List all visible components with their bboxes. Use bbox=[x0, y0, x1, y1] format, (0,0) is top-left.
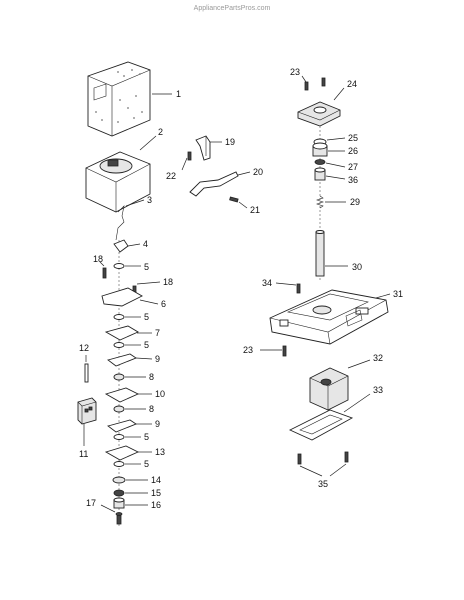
part-18-screw-left[interactable] bbox=[102, 267, 107, 279]
callout-6: 6 bbox=[161, 299, 166, 309]
part-8-spacer[interactable] bbox=[113, 405, 125, 413]
part-30-shaft[interactable] bbox=[315, 230, 325, 277]
callout-27: 27 bbox=[348, 162, 358, 172]
part-24-plate[interactable] bbox=[297, 101, 341, 127]
callout-32: 32 bbox=[373, 353, 383, 363]
part-5-washer[interactable] bbox=[113, 342, 125, 348]
part-9-lever[interactable] bbox=[106, 419, 137, 433]
part-29-spring[interactable] bbox=[316, 195, 324, 209]
part-34-screw[interactable] bbox=[296, 283, 301, 294]
callout-8b: 8 bbox=[149, 404, 154, 414]
callout-35: 35 bbox=[318, 479, 328, 489]
callout-24: 24 bbox=[347, 79, 357, 89]
callout-4: 4 bbox=[143, 239, 148, 249]
part-23-screw-lower[interactable] bbox=[282, 345, 287, 357]
part-27-ring[interactable] bbox=[314, 159, 326, 165]
callout-29: 29 bbox=[350, 197, 360, 207]
callout-18b: 18 bbox=[163, 277, 173, 287]
callout-20: 20 bbox=[253, 167, 263, 177]
callout-7: 7 bbox=[155, 328, 160, 338]
callout-31: 31 bbox=[393, 289, 403, 299]
callout-2: 2 bbox=[158, 127, 163, 137]
callout-5e: 5 bbox=[144, 459, 149, 469]
part-9-lever[interactable] bbox=[106, 353, 137, 367]
callout-22: 22 bbox=[166, 171, 176, 181]
part-21-screw[interactable] bbox=[229, 196, 239, 203]
callout-11: 11 bbox=[79, 449, 88, 459]
part-5-washer[interactable] bbox=[113, 263, 125, 269]
callout-13: 13 bbox=[155, 447, 165, 457]
callout-14: 14 bbox=[151, 475, 161, 485]
part-17-screw[interactable] bbox=[115, 512, 123, 525]
callout-36: 36 bbox=[348, 175, 358, 185]
watermark-text: AppliancePartsPros.com bbox=[194, 5, 271, 12]
callout-23b: 23 bbox=[243, 345, 253, 355]
part-4-bracket[interactable] bbox=[113, 239, 129, 253]
callout-10: 10 bbox=[155, 389, 165, 399]
callout-5b: 5 bbox=[144, 312, 149, 322]
callout-12: 12 bbox=[79, 343, 89, 353]
part-12-spring[interactable] bbox=[84, 363, 89, 383]
part-7-gear[interactable] bbox=[104, 325, 139, 341]
part-5-washer[interactable] bbox=[113, 314, 125, 320]
part-10-gear[interactable] bbox=[104, 387, 140, 403]
callout-9b: 9 bbox=[155, 419, 160, 429]
callout-18a: 18 bbox=[93, 254, 103, 264]
part-19-bracket[interactable] bbox=[195, 135, 211, 161]
callout-26: 26 bbox=[348, 146, 358, 156]
callout-8a: 8 bbox=[149, 372, 154, 382]
callout-5d: 5 bbox=[144, 432, 149, 442]
part-1-cover[interactable] bbox=[87, 61, 151, 137]
part-22-screw[interactable] bbox=[187, 151, 192, 161]
callout-5c: 5 bbox=[144, 340, 149, 350]
callout-30: 30 bbox=[352, 262, 362, 272]
part-5-washer[interactable] bbox=[113, 461, 125, 467]
callout-1: 1 bbox=[176, 89, 181, 99]
part-16-bushing[interactable] bbox=[113, 497, 125, 509]
callout-9a: 9 bbox=[155, 354, 160, 364]
callout-15: 15 bbox=[151, 488, 161, 498]
part-20-arm[interactable] bbox=[189, 171, 239, 197]
part-15-nut[interactable] bbox=[113, 489, 125, 497]
part-11-switch[interactable] bbox=[77, 397, 97, 425]
part-36-bushing[interactable] bbox=[314, 167, 326, 181]
callout-3: 3 bbox=[147, 195, 152, 205]
part-6-cam[interactable] bbox=[101, 287, 143, 307]
callout-33: 33 bbox=[373, 385, 383, 395]
part-23-screw-top[interactable] bbox=[304, 77, 326, 91]
part-8-spacer[interactable] bbox=[113, 373, 125, 381]
callout-34: 34 bbox=[262, 278, 272, 288]
part-33-gasket[interactable] bbox=[288, 409, 354, 441]
part-3-wire[interactable] bbox=[115, 205, 125, 241]
part-14-washer[interactable] bbox=[112, 476, 126, 484]
part-35-screws[interactable] bbox=[297, 451, 349, 465]
callout-5a: 5 bbox=[144, 262, 149, 272]
part-26-coupler[interactable] bbox=[312, 142, 328, 157]
part-13-gear[interactable] bbox=[104, 445, 140, 461]
part-2-motor-housing[interactable] bbox=[85, 151, 151, 213]
callout-23a: 23 bbox=[290, 67, 300, 77]
callout-19: 19 bbox=[225, 137, 235, 147]
callout-16: 16 bbox=[151, 500, 161, 510]
callout-25: 25 bbox=[348, 133, 358, 143]
callout-21: 21 bbox=[250, 205, 260, 215]
part-32-motor[interactable] bbox=[309, 367, 349, 411]
part-31-base-plate[interactable] bbox=[269, 289, 389, 345]
part-5-washer[interactable] bbox=[113, 434, 125, 440]
callout-17: 17 bbox=[86, 498, 96, 508]
